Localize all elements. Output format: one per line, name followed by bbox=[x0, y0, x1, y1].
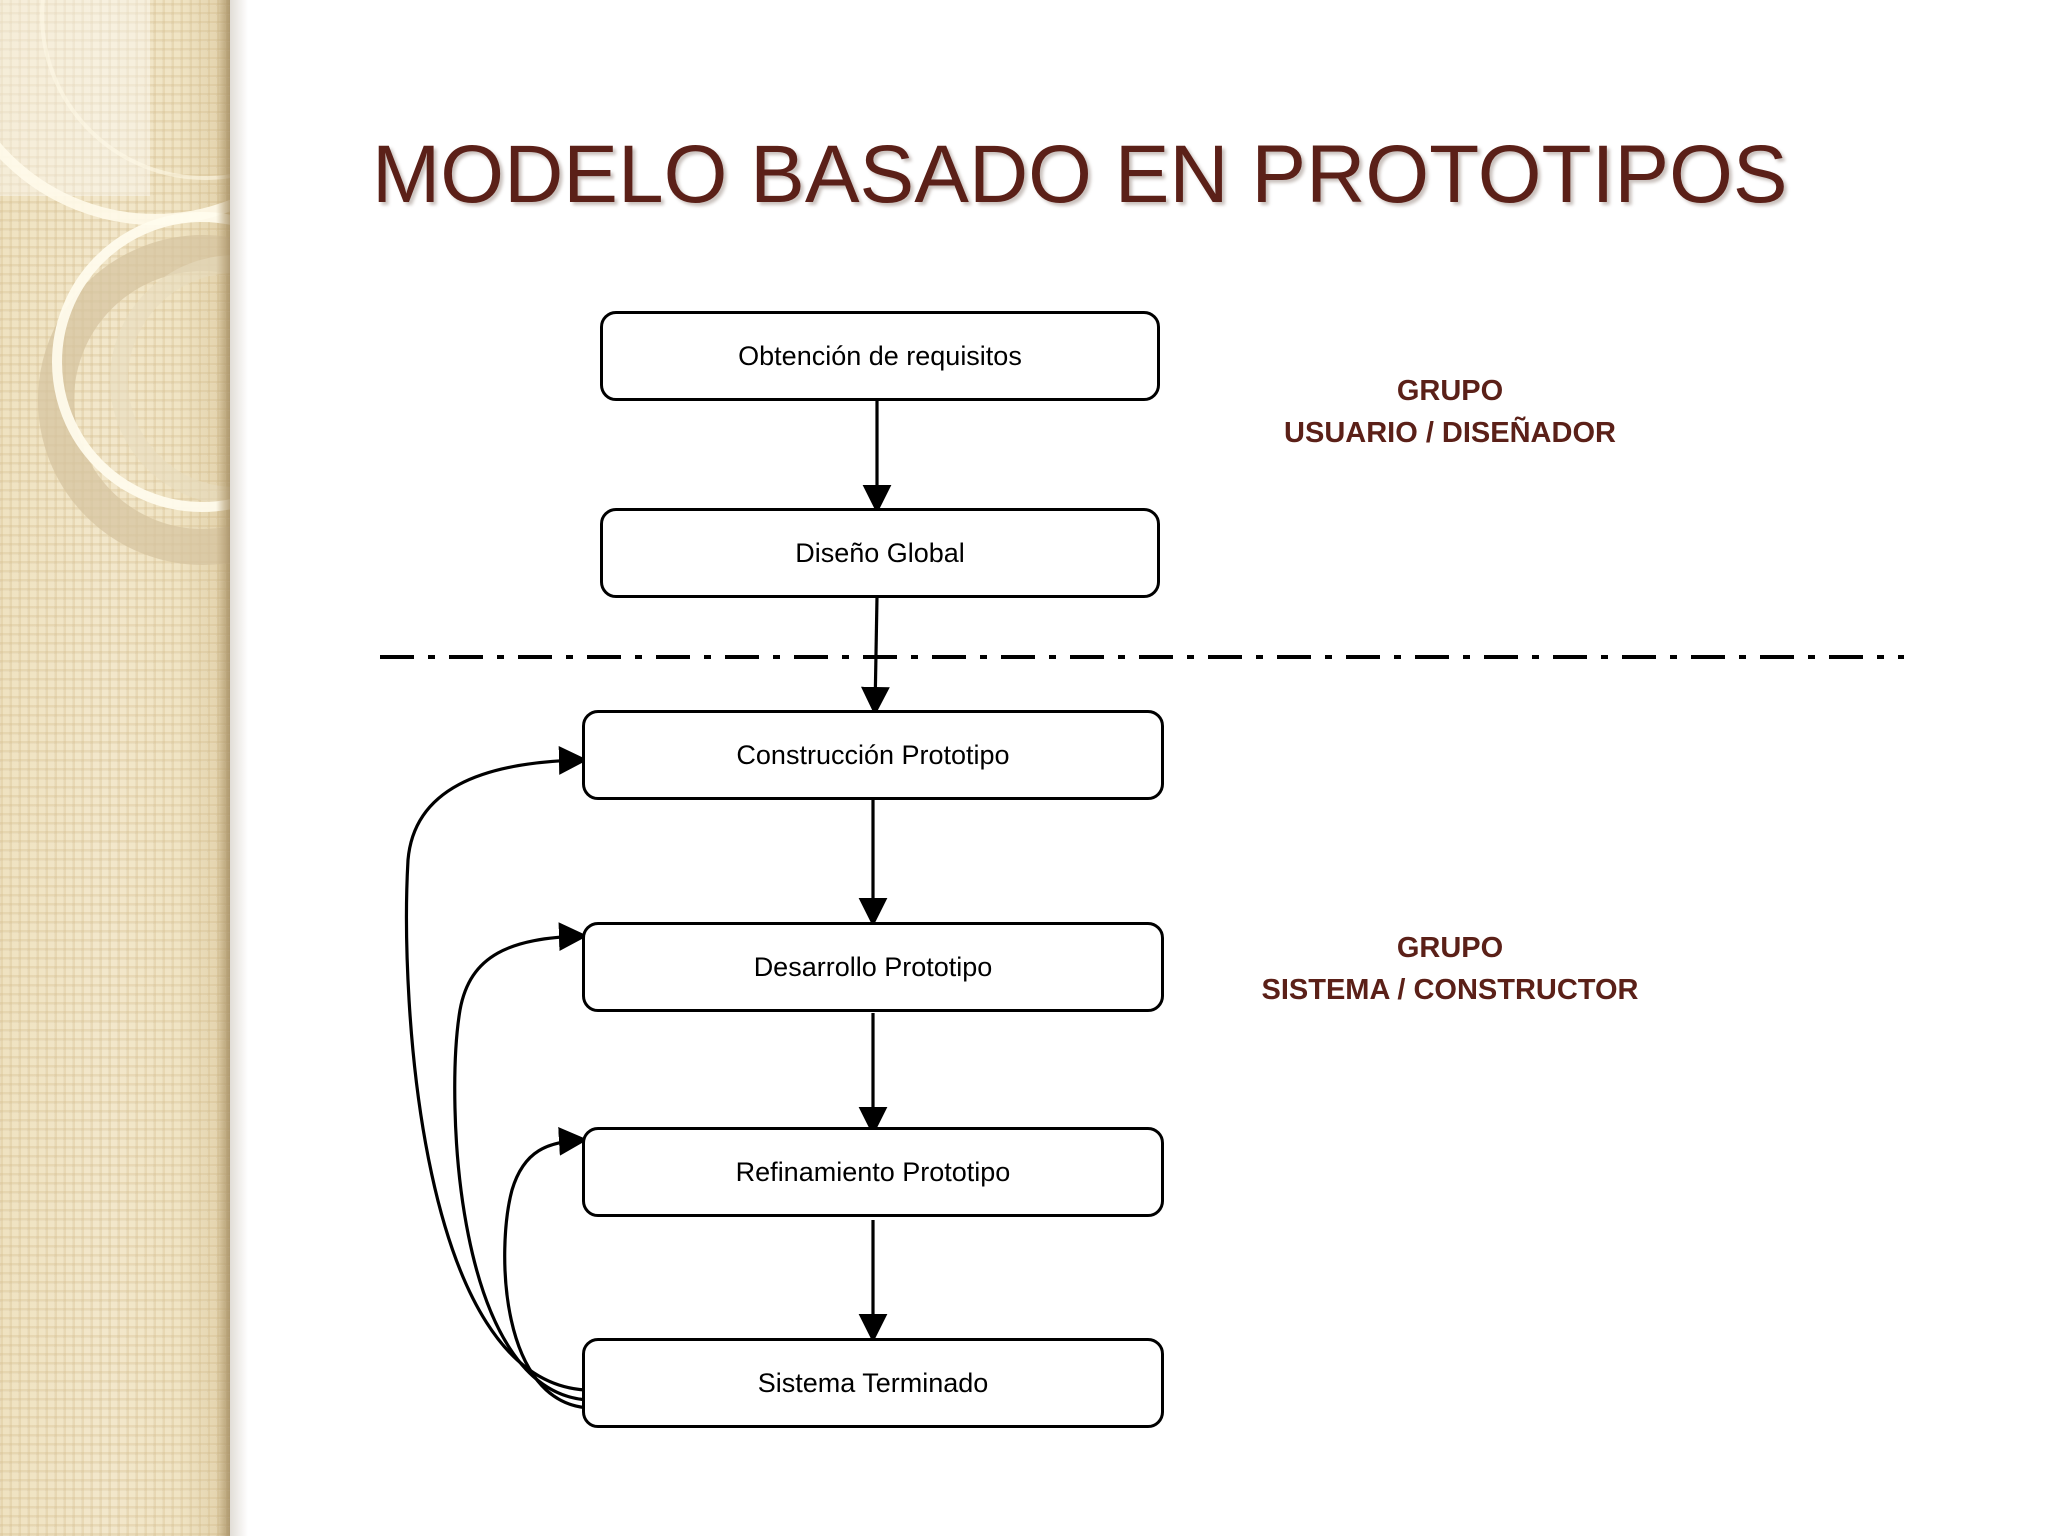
flow-node-desarrollo-label: Desarrollo Prototipo bbox=[753, 951, 993, 982]
flow-node-obtencion-label: Obtención de requisitos bbox=[738, 340, 1022, 371]
decorative-ring-icon bbox=[0, 0, 230, 225]
feedback-arrow-terminado-to-refinamiento bbox=[503, 1126, 591, 1410]
decorative-sidebar bbox=[0, 0, 230, 1536]
flow-node-construccion-label: Construcción Prototipo bbox=[736, 739, 1010, 770]
group-system-line1: GRUPO bbox=[1396, 932, 1504, 964]
group-user-line1: GRUPO bbox=[1396, 375, 1504, 407]
flow-node-obtencion[interactable]: Obtención de requisitos bbox=[600, 311, 1160, 401]
flow-node-terminado-label: Sistema Terminado bbox=[757, 1367, 989, 1398]
group-label-user: GRUPO USUARIO / DISEÑADOR bbox=[1180, 370, 1720, 454]
flow-node-terminado[interactable]: Sistema Terminado bbox=[582, 1338, 1164, 1428]
page-title: MODELO BASADO EN PROTOTIPOS bbox=[372, 129, 1788, 220]
group-label-system: GRUPO SISTEMA / CONSTRUCTOR bbox=[1180, 927, 1720, 1011]
sidebar-edge bbox=[216, 0, 230, 1536]
flow-node-refinamiento[interactable]: Refinamiento Prototipo bbox=[582, 1127, 1164, 1217]
flow-node-refinamiento-label: Refinamiento Prototipo bbox=[735, 1156, 1011, 1187]
flow-node-construccion[interactable]: Construcción Prototipo bbox=[582, 710, 1164, 800]
flow-node-diseno[interactable]: Diseño Global bbox=[600, 508, 1160, 598]
sidebar-drop-shadow bbox=[230, 0, 248, 1536]
flow-node-desarrollo[interactable]: Desarrollo Prototipo bbox=[582, 922, 1164, 1012]
feedback-arrow-terminado-to-construccion bbox=[404, 746, 588, 1392]
group-divider-line bbox=[380, 655, 1904, 659]
group-system-line2: SISTEMA / CONSTRUCTOR bbox=[1261, 974, 1639, 1006]
feedback-arrow-terminado-to-desarrollo bbox=[453, 922, 589, 1402]
arrow-diseno-to-construccion bbox=[861, 596, 890, 716]
group-user-line2: USUARIO / DISEÑADOR bbox=[1284, 417, 1616, 449]
flow-node-diseno-label: Diseño Global bbox=[795, 537, 965, 568]
